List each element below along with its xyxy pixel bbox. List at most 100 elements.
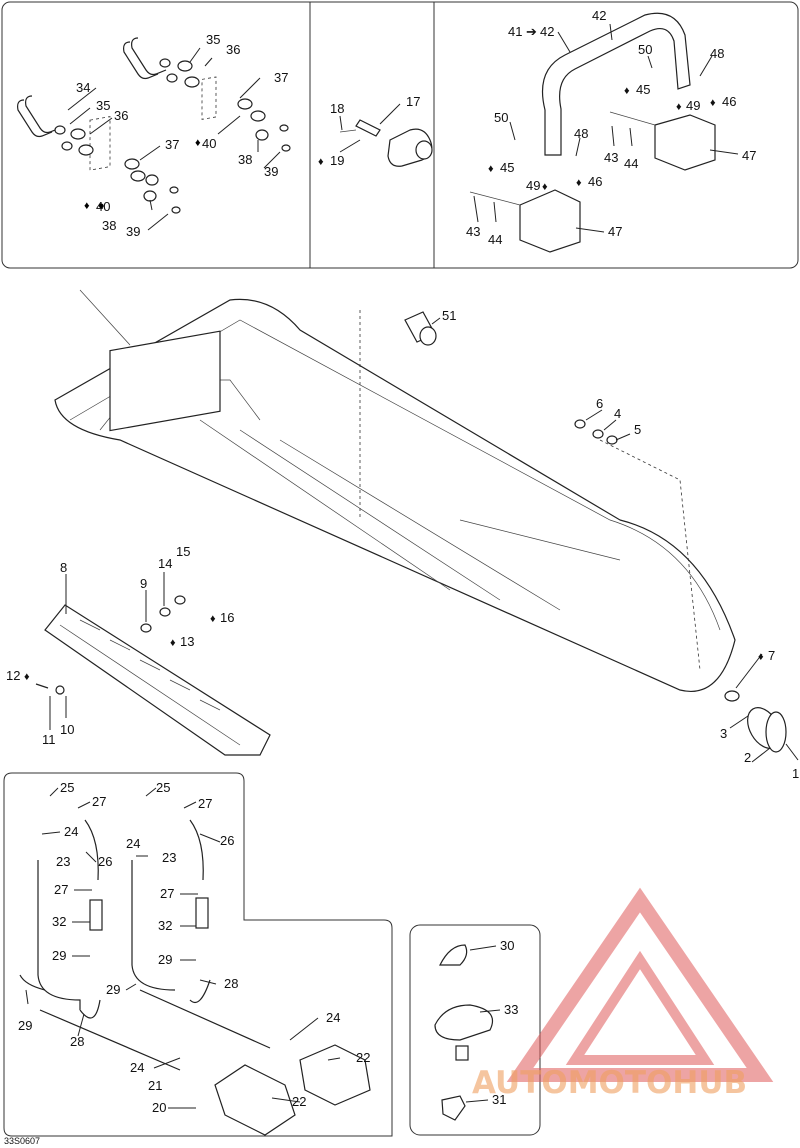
callout-12: 12 <box>6 668 20 683</box>
callout-48: 48 <box>710 46 724 61</box>
callout-24: 24 <box>326 1010 340 1025</box>
callout-49: 49 <box>526 178 540 193</box>
callout-36: 36 <box>114 108 128 123</box>
callout-9: 9 <box>140 576 147 591</box>
callout-27: 27 <box>198 796 212 811</box>
drop-icon: ♦ <box>84 200 90 212</box>
callout-14: 14 <box>158 556 172 571</box>
drop-icon: ♦ <box>576 177 582 189</box>
clip-panel-frame <box>409 924 541 1136</box>
callout-27: 27 <box>160 886 174 901</box>
drop-icon: ♦ <box>170 637 176 649</box>
callout-8: 8 <box>60 560 67 575</box>
drop-icon: ♦ <box>542 181 548 193</box>
callout-29: 29 <box>106 982 120 997</box>
drop-icon: ♦ <box>710 97 716 109</box>
callout-2: 2 <box>744 750 751 765</box>
callout-38: 38 <box>102 218 116 233</box>
callout-15: 15 <box>176 544 190 559</box>
bilge-panel-frame <box>3 772 393 1137</box>
callout-50: 50 <box>638 42 652 57</box>
callout-37: 37 <box>274 70 288 85</box>
drop-icon: ● <box>98 200 105 212</box>
callout-39: 39 <box>264 164 278 179</box>
callout-46: 46 <box>722 94 736 109</box>
callout-25: 25 <box>60 780 74 795</box>
callout-49: 49 <box>686 98 700 113</box>
callout-21: 21 <box>148 1078 162 1093</box>
callout-7: 7 <box>768 648 775 663</box>
handlebar-assembly <box>469 12 716 253</box>
callout-16: 16 <box>220 610 234 625</box>
callout-47: 47 <box>608 224 622 239</box>
callout-31: 31 <box>492 1092 506 1107</box>
grab-handle-assembly <box>17 37 291 214</box>
callout-3: 3 <box>720 726 727 741</box>
callout-22: 22 <box>356 1050 370 1065</box>
callout-43: 43 <box>466 224 480 239</box>
drop-icon: ♦ <box>676 101 682 113</box>
leader-lines <box>25 23 799 1109</box>
sponson-hardware <box>35 595 186 695</box>
callout-35: 35 <box>206 32 220 47</box>
callout-24: 24 <box>126 836 140 851</box>
callout-36: 36 <box>226 42 240 57</box>
callout-29: 29 <box>158 952 172 967</box>
callout-38: 38 <box>238 152 252 167</box>
callout-28: 28 <box>70 1034 84 1049</box>
diagram-code: 33S0607 <box>4 1136 40 1146</box>
callout-32: 32 <box>158 918 172 933</box>
callout-39: 39 <box>126 224 140 239</box>
drop-icon: ♦ <box>210 613 216 625</box>
callout-29: 29 <box>18 1018 32 1033</box>
watermark-text: AUTOMOTOHUB <box>472 1065 747 1101</box>
sponson-8 <box>44 604 271 756</box>
callout-18: 18 <box>330 101 344 116</box>
callout-41: 41 <box>508 24 522 39</box>
drop-icon: ♦ <box>195 137 201 149</box>
callout-48: 48 <box>574 126 588 141</box>
callout-10: 10 <box>60 722 74 737</box>
callout-50: 50 <box>494 110 508 125</box>
callout-30: 30 <box>500 938 514 953</box>
callout-51: 51 <box>442 308 456 323</box>
callout-25: 25 <box>156 780 170 795</box>
callout-23: 23 <box>56 854 70 869</box>
drop-icon: ♦ <box>758 651 764 663</box>
callout-40: 40 <box>202 136 216 151</box>
washers-4-5-6 <box>574 419 618 445</box>
clips-30-33-31 <box>434 944 494 1121</box>
callout-20: 20 <box>152 1100 166 1115</box>
callout-44: 44 <box>624 156 638 171</box>
callout-28: 28 <box>224 976 238 991</box>
callout-27: 27 <box>92 794 106 809</box>
callout-17: 17 <box>406 94 420 109</box>
callout-5: 5 <box>634 422 641 437</box>
fitting-51 <box>404 311 437 346</box>
callout-22: 22 <box>292 1094 306 1109</box>
callout-45: 45 <box>636 82 650 97</box>
callout-40: 40 <box>96 199 110 214</box>
bow-eye-assembly <box>724 690 787 753</box>
callout-13: 13 <box>180 634 194 649</box>
callout-27: 27 <box>54 882 68 897</box>
drop-icon: ♦ <box>624 85 630 97</box>
callout-46: 46 <box>588 174 602 189</box>
callout-45: 45 <box>500 160 514 175</box>
callout-labels: 35 36 37 34 35 36 37 40 38 39 40 38 39 ●… <box>4 8 799 1146</box>
callout-33: 33 <box>504 1002 518 1017</box>
callout-6: 6 <box>596 396 603 411</box>
callout-37: 37 <box>165 137 179 152</box>
callout-32: 32 <box>52 914 66 929</box>
callout-44: 44 <box>488 232 502 247</box>
callout-42: 42 <box>540 24 554 39</box>
callout-29: 29 <box>52 948 66 963</box>
hull-body <box>54 289 736 692</box>
callout-47: 47 <box>742 148 756 163</box>
callout-23: 23 <box>162 850 176 865</box>
automotohub-watermark <box>506 887 774 1082</box>
bilge-hoses <box>19 819 371 1136</box>
callout-4: 4 <box>614 406 621 421</box>
